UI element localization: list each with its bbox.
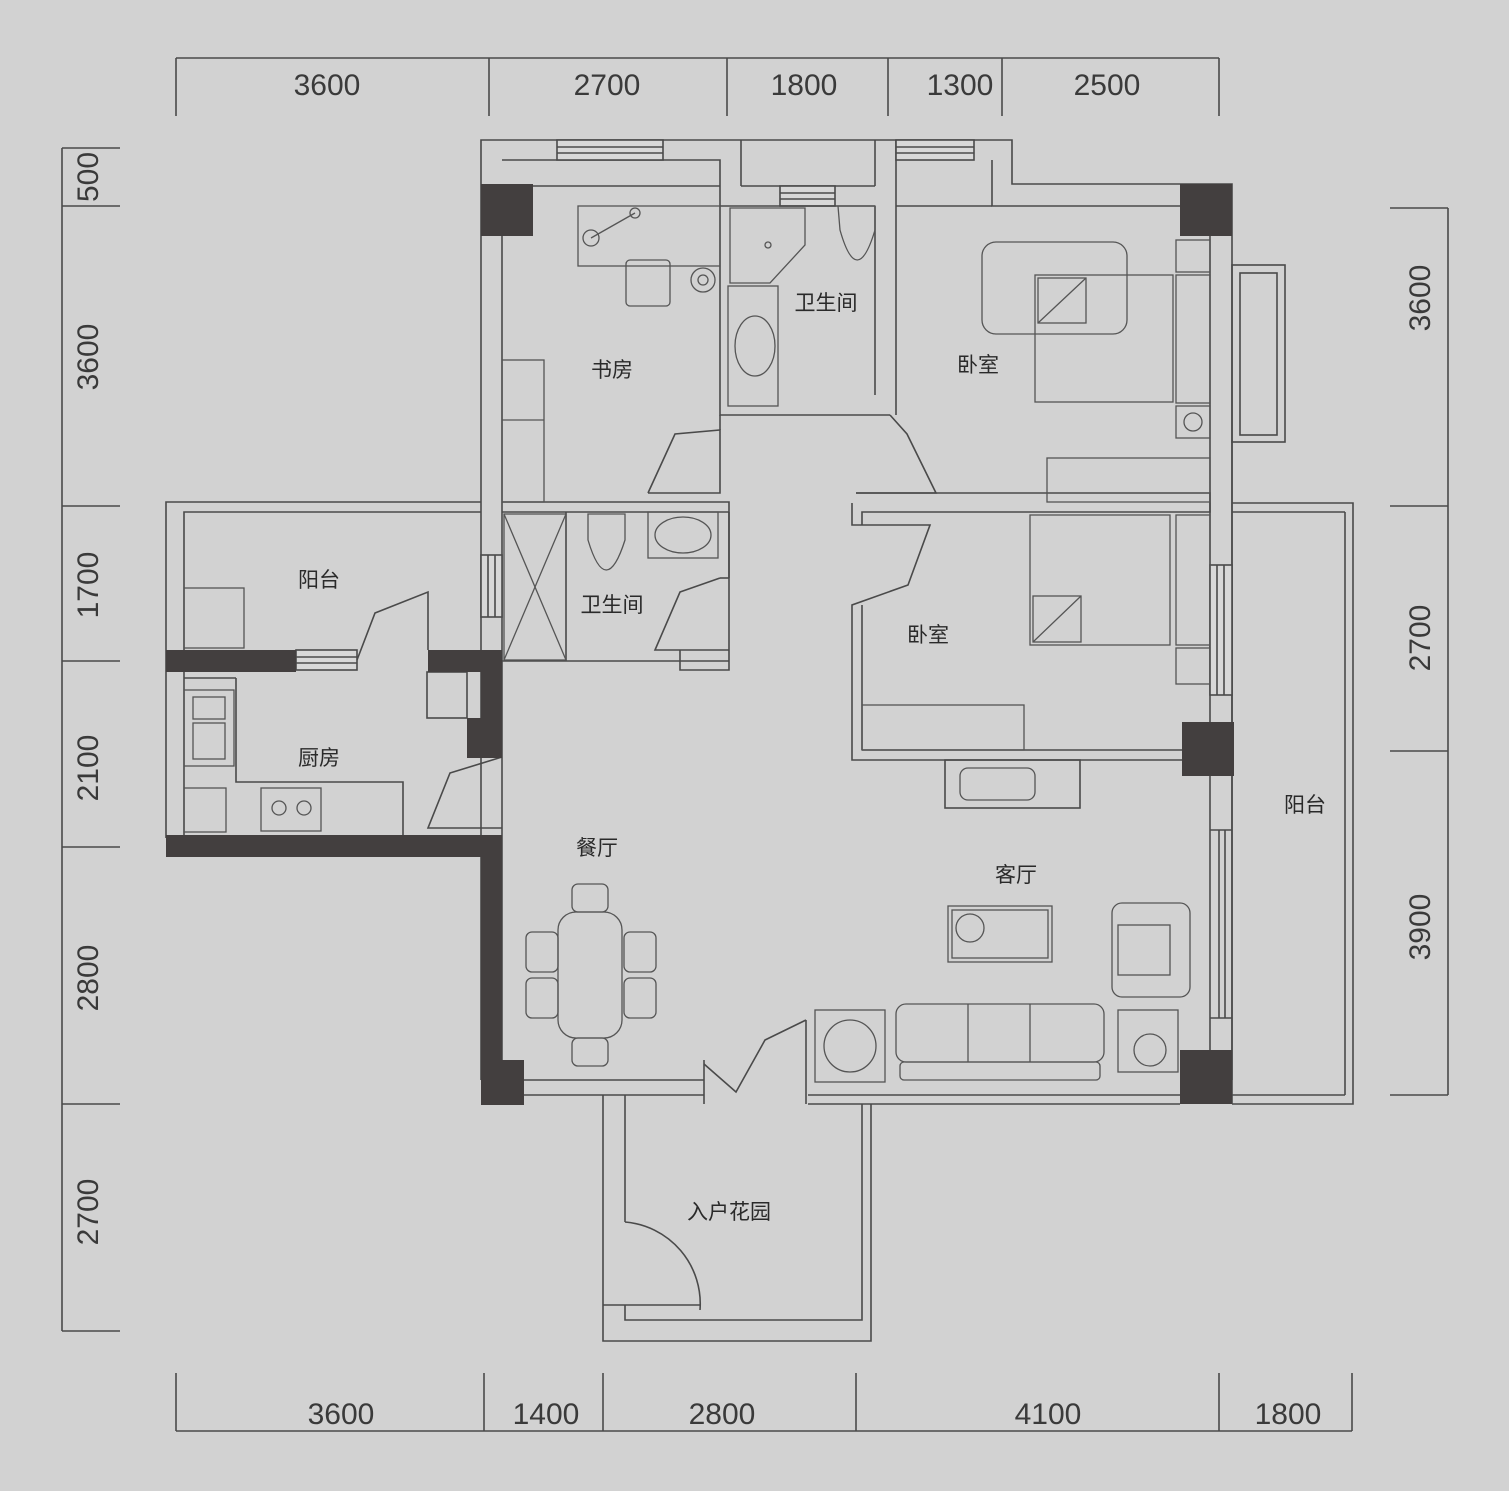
label-entry-garden: 入户花园 bbox=[687, 1200, 771, 1224]
label-living: 客厅 bbox=[995, 863, 1037, 887]
dim-bottom-3: 2800 bbox=[689, 1398, 756, 1431]
dim-top-4: 1300 bbox=[927, 69, 994, 102]
dim-bottom-5: 1800 bbox=[1255, 1398, 1322, 1431]
armchair bbox=[1111, 902, 1191, 998]
bedroom-top-furniture bbox=[981, 239, 1211, 503]
dining-table bbox=[525, 883, 657, 1067]
living-furniture bbox=[814, 767, 1191, 1083]
dim-left-1: 500 bbox=[72, 152, 105, 202]
dim-top-1: 3600 bbox=[294, 69, 361, 102]
solid-walls bbox=[166, 184, 1234, 1105]
dim-left-5: 2800 bbox=[72, 945, 105, 1012]
dim-top-3: 1800 bbox=[771, 69, 838, 102]
dim-left-4: 2100 bbox=[72, 735, 105, 802]
sink-mid bbox=[647, 511, 719, 559]
dim-top-5: 2500 bbox=[1074, 69, 1141, 102]
kitchen-fixtures bbox=[183, 587, 322, 833]
dim-right-2: 2700 bbox=[1404, 605, 1437, 672]
dim-right-1: 3600 bbox=[1404, 265, 1437, 332]
chair bbox=[625, 259, 671, 307]
table bbox=[557, 911, 623, 1039]
dim-left-2: 3600 bbox=[72, 324, 105, 391]
vanity bbox=[727, 285, 779, 407]
bed-mid bbox=[1029, 514, 1171, 646]
dim-left-3: 1700 bbox=[72, 552, 105, 619]
desk bbox=[577, 205, 721, 267]
dim-top-2: 2700 bbox=[574, 69, 641, 102]
washer bbox=[183, 587, 245, 649]
bottom-dimension-line: 3600 1400 2800 4100 1800 bbox=[175, 1373, 1353, 1432]
label-kitchen: 厨房 bbox=[298, 746, 340, 770]
tv bbox=[959, 767, 1036, 801]
bookshelf bbox=[501, 359, 545, 503]
fridge bbox=[183, 787, 227, 833]
wall-outlines bbox=[165, 139, 1354, 1342]
rug bbox=[981, 241, 1128, 335]
room-labels: 书房 卫生间 卧室 阳台 卫生间 卧室 厨房 阳台 餐厅 客厅 入户花园 bbox=[298, 291, 1326, 1224]
dim-bottom-1: 3600 bbox=[308, 1398, 375, 1431]
toilet bbox=[837, 205, 876, 261]
toilet-mid bbox=[587, 513, 626, 571]
wardrobe bbox=[1046, 457, 1211, 503]
label-bedroom-mid: 卧室 bbox=[907, 623, 949, 647]
bathroom-top-fixtures bbox=[727, 205, 876, 407]
coffee-table bbox=[947, 905, 1053, 963]
label-study: 书房 bbox=[591, 358, 633, 382]
label-balcony-right: 阳台 bbox=[1284, 793, 1326, 817]
label-balcony-left: 阳台 bbox=[298, 568, 340, 592]
side-table-left bbox=[814, 1009, 886, 1083]
study-furniture bbox=[501, 205, 721, 503]
label-bathroom-top: 卫生间 bbox=[795, 291, 858, 315]
bathroom-mid-fixtures bbox=[503, 511, 719, 661]
label-bedroom-top: 卧室 bbox=[957, 353, 999, 377]
dim-right-3: 3900 bbox=[1404, 894, 1437, 961]
label-bathroom-mid: 卫生间 bbox=[581, 593, 644, 617]
label-dining: 餐厅 bbox=[576, 836, 618, 860]
shower bbox=[503, 513, 567, 661]
sofa bbox=[895, 1003, 1105, 1063]
sink-kitchen bbox=[183, 689, 235, 767]
stove bbox=[260, 787, 322, 832]
bed bbox=[1034, 274, 1174, 403]
top-dimension-line: 3600 2700 1800 1300 2500 bbox=[175, 57, 1220, 116]
shower-tray bbox=[729, 207, 806, 284]
dim-bottom-2: 1400 bbox=[513, 1398, 580, 1431]
side-table-right bbox=[1117, 1009, 1179, 1073]
bedroom-mid-furniture bbox=[861, 514, 1211, 751]
wardrobe-mid bbox=[861, 704, 1025, 751]
dim-bottom-4: 4100 bbox=[1015, 1398, 1082, 1431]
left-dimension-line: 500 3600 1700 2100 2800 2700 bbox=[61, 147, 120, 1332]
dim-left-6: 2700 bbox=[72, 1179, 105, 1246]
right-dimension-line: 3600 2700 3900 bbox=[1390, 207, 1449, 1096]
